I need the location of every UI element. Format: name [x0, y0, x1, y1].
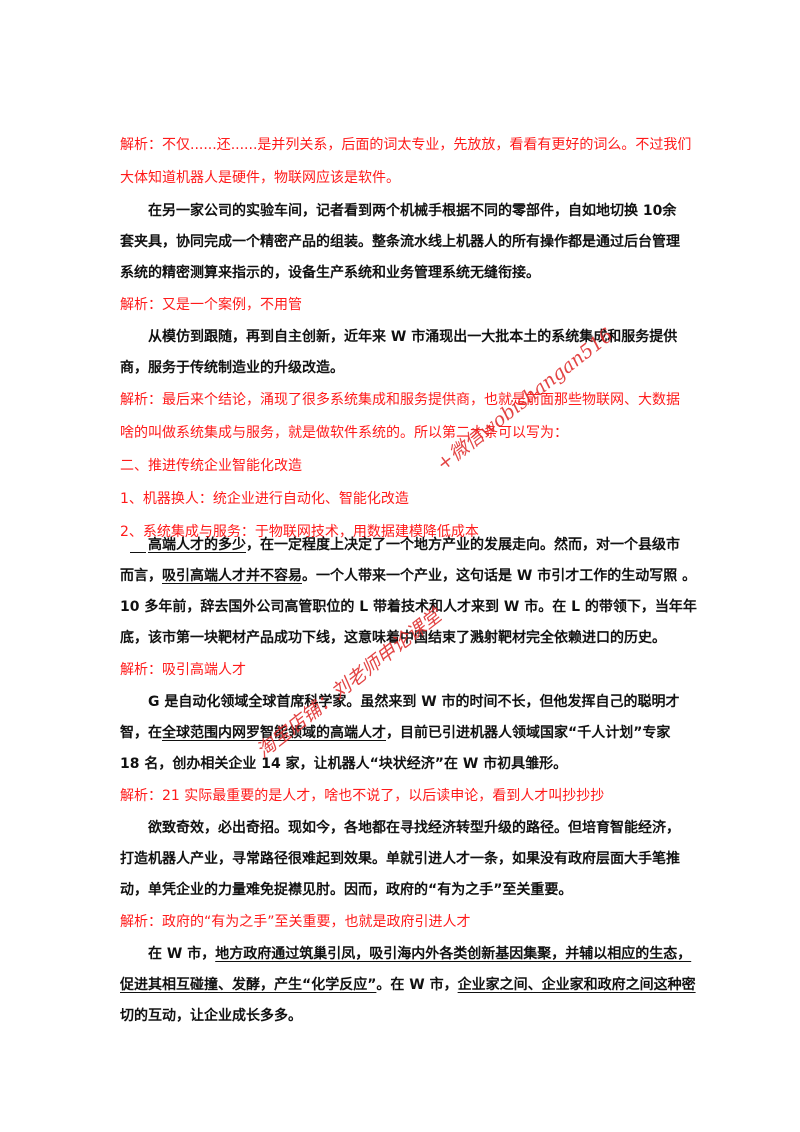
outline-item: 1、机器换人：统企业进行自动化、智能化改造	[120, 491, 409, 507]
paragraph-text: 。在 W 市，	[376, 977, 458, 993]
paragraph-line: 而言，吸引高端人才并不容易。一个人带来一个产业，这句话是 W 市引才工作的生动写…	[120, 566, 696, 586]
paragraph-line: 高端人才的多少，在一定程度上决定了一个地方产业的发展走向。然而，对一个县级市	[148, 535, 718, 555]
analysis-line: 解析：最后来个结论，涌现了很多系统集成和服务提供商，也就是前面那些物联网、大数据	[120, 392, 680, 408]
paragraph-line: 系统的精密测算来指示的，设备生产系统和业务管理系统无缝衔接。	[120, 265, 540, 281]
highlight-phrase: 全球范围内网罗智能领域的高端人才	[162, 725, 386, 741]
paragraph-line: 底，该市第一块靶材产品成功下线，这意味着中国结束了溅射靶材完全依赖进口的历史。	[120, 630, 666, 646]
highlight-phrase: 企业家之间、企业家和政府之间这种密	[457, 977, 696, 993]
paragraph-line: 商，服务于传统制造业的升级改造。	[120, 360, 344, 376]
paragraph-line: 打造机器人产业，寻常路径很难起到效果。单就引进人才一条，如果没有政府层面大手笔推	[120, 851, 680, 867]
paragraph-line: 在 W 市，地方政府通过筑巢引凤，吸引海内外各类创新基因集聚，并辅以相应的生态，	[148, 944, 718, 964]
analysis-line: 解析：吸引高端人才	[120, 662, 246, 678]
paragraph-text: 而言，	[120, 568, 162, 584]
highlight-phrase: 吸引高端人才并不容易	[162, 568, 302, 584]
paragraph-line: 动，单凭企业的力量难免捉襟见肘。因而，政府的“有为之手”至关重要。	[120, 882, 573, 898]
analysis-line: 解析：不仅......还......是并列关系，后面的词太专业，先放放，看看有更…	[120, 137, 692, 153]
paragraph-line: 智，在全球范围内网罗智能领域的高端人才，目前已引进机器人领域国家“千人计划”专家	[120, 723, 690, 743]
paragraph-text: 在 W 市，	[148, 946, 216, 962]
analysis-line: 大体知道机器人是硬件，物联网应该是软件。	[120, 170, 400, 186]
paragraph-text: ，目前已引进机器人领域国家“千人计划”专家	[386, 725, 671, 741]
highlight-phrase: 高端人才的多少	[148, 537, 246, 553]
paragraph-line: 在另一家公司的实验车间，记者看到两个机械手根据不同的零部件，自如地切换 10余	[148, 203, 677, 219]
paragraph-line: 18 名，创办相关企业 14 家，让机器人“块状经济”在 W 市初具雏形。	[120, 756, 568, 772]
paragraph-line: 10 多年前，辞去国外公司高管职位的 L 带着技术和人才来到 W 市。在 L 的…	[120, 599, 697, 615]
paragraph-line: G 是自动化领域全球首席科学家。虽然来到 W 市的时间不长，但他发挥自己的聪明才	[148, 694, 680, 710]
analysis-line: 解析：21 实际最重要的是人才，啥也不说了，以后读申论，看到人才叫抄抄抄	[120, 788, 605, 804]
paragraph-text: ，在一定程度上决定了一个地方产业的发展走向。然而，对一个县级市	[246, 537, 680, 553]
analysis-line: 解析：政府的“有为之手”至关重要，也就是政府引进人才	[120, 914, 471, 930]
underline-lead	[130, 552, 146, 553]
paragraph-line: 套夹具，协同完成一个精密产品的组装。整条流水线上机器人的所有操作都是通过后台管理	[120, 234, 680, 250]
highlight-phrase: 促进其相互碰撞、发酵，产生“化学反应”	[120, 977, 377, 993]
analysis-line: 啥的叫做系统集成与服务，就是做软件系统的。所以第二大条可以写为：	[120, 425, 568, 441]
paragraph-line: 促进其相互碰撞、发酵，产生“化学反应”。在 W 市，企业家之间、企业家和政府之间…	[120, 975, 696, 995]
paragraph-line: 欲致奇效，必出奇招。现如今，各地都在寻找经济转型升级的路径。但培育智能经济，	[148, 820, 680, 836]
outline-heading: 二、推进传统企业智能化改造	[120, 458, 302, 474]
outline-item: 2、系统集成与服务：于物联网技术，用数据建模降低成本	[120, 524, 479, 540]
paragraph-text: 。一个人带来一个产业，这句话是 W 市引才工作的生动写照 。	[302, 568, 697, 584]
paragraph-line: 切的互动，让企业成长多多。	[120, 1008, 302, 1024]
paragraph-text: 智，在	[120, 725, 162, 741]
paragraph-line: 从模仿到跟随，再到自主创新，近年来 W 市涌现出一大批本土的系统集成和服务提供	[148, 329, 678, 345]
analysis-line: 解析：又是一个案例，不用管	[120, 297, 302, 313]
highlight-phrase: 地方政府通过筑巢引凤，吸引海内外各类创新基因集聚，并辅以相应的生态，	[215, 946, 692, 962]
